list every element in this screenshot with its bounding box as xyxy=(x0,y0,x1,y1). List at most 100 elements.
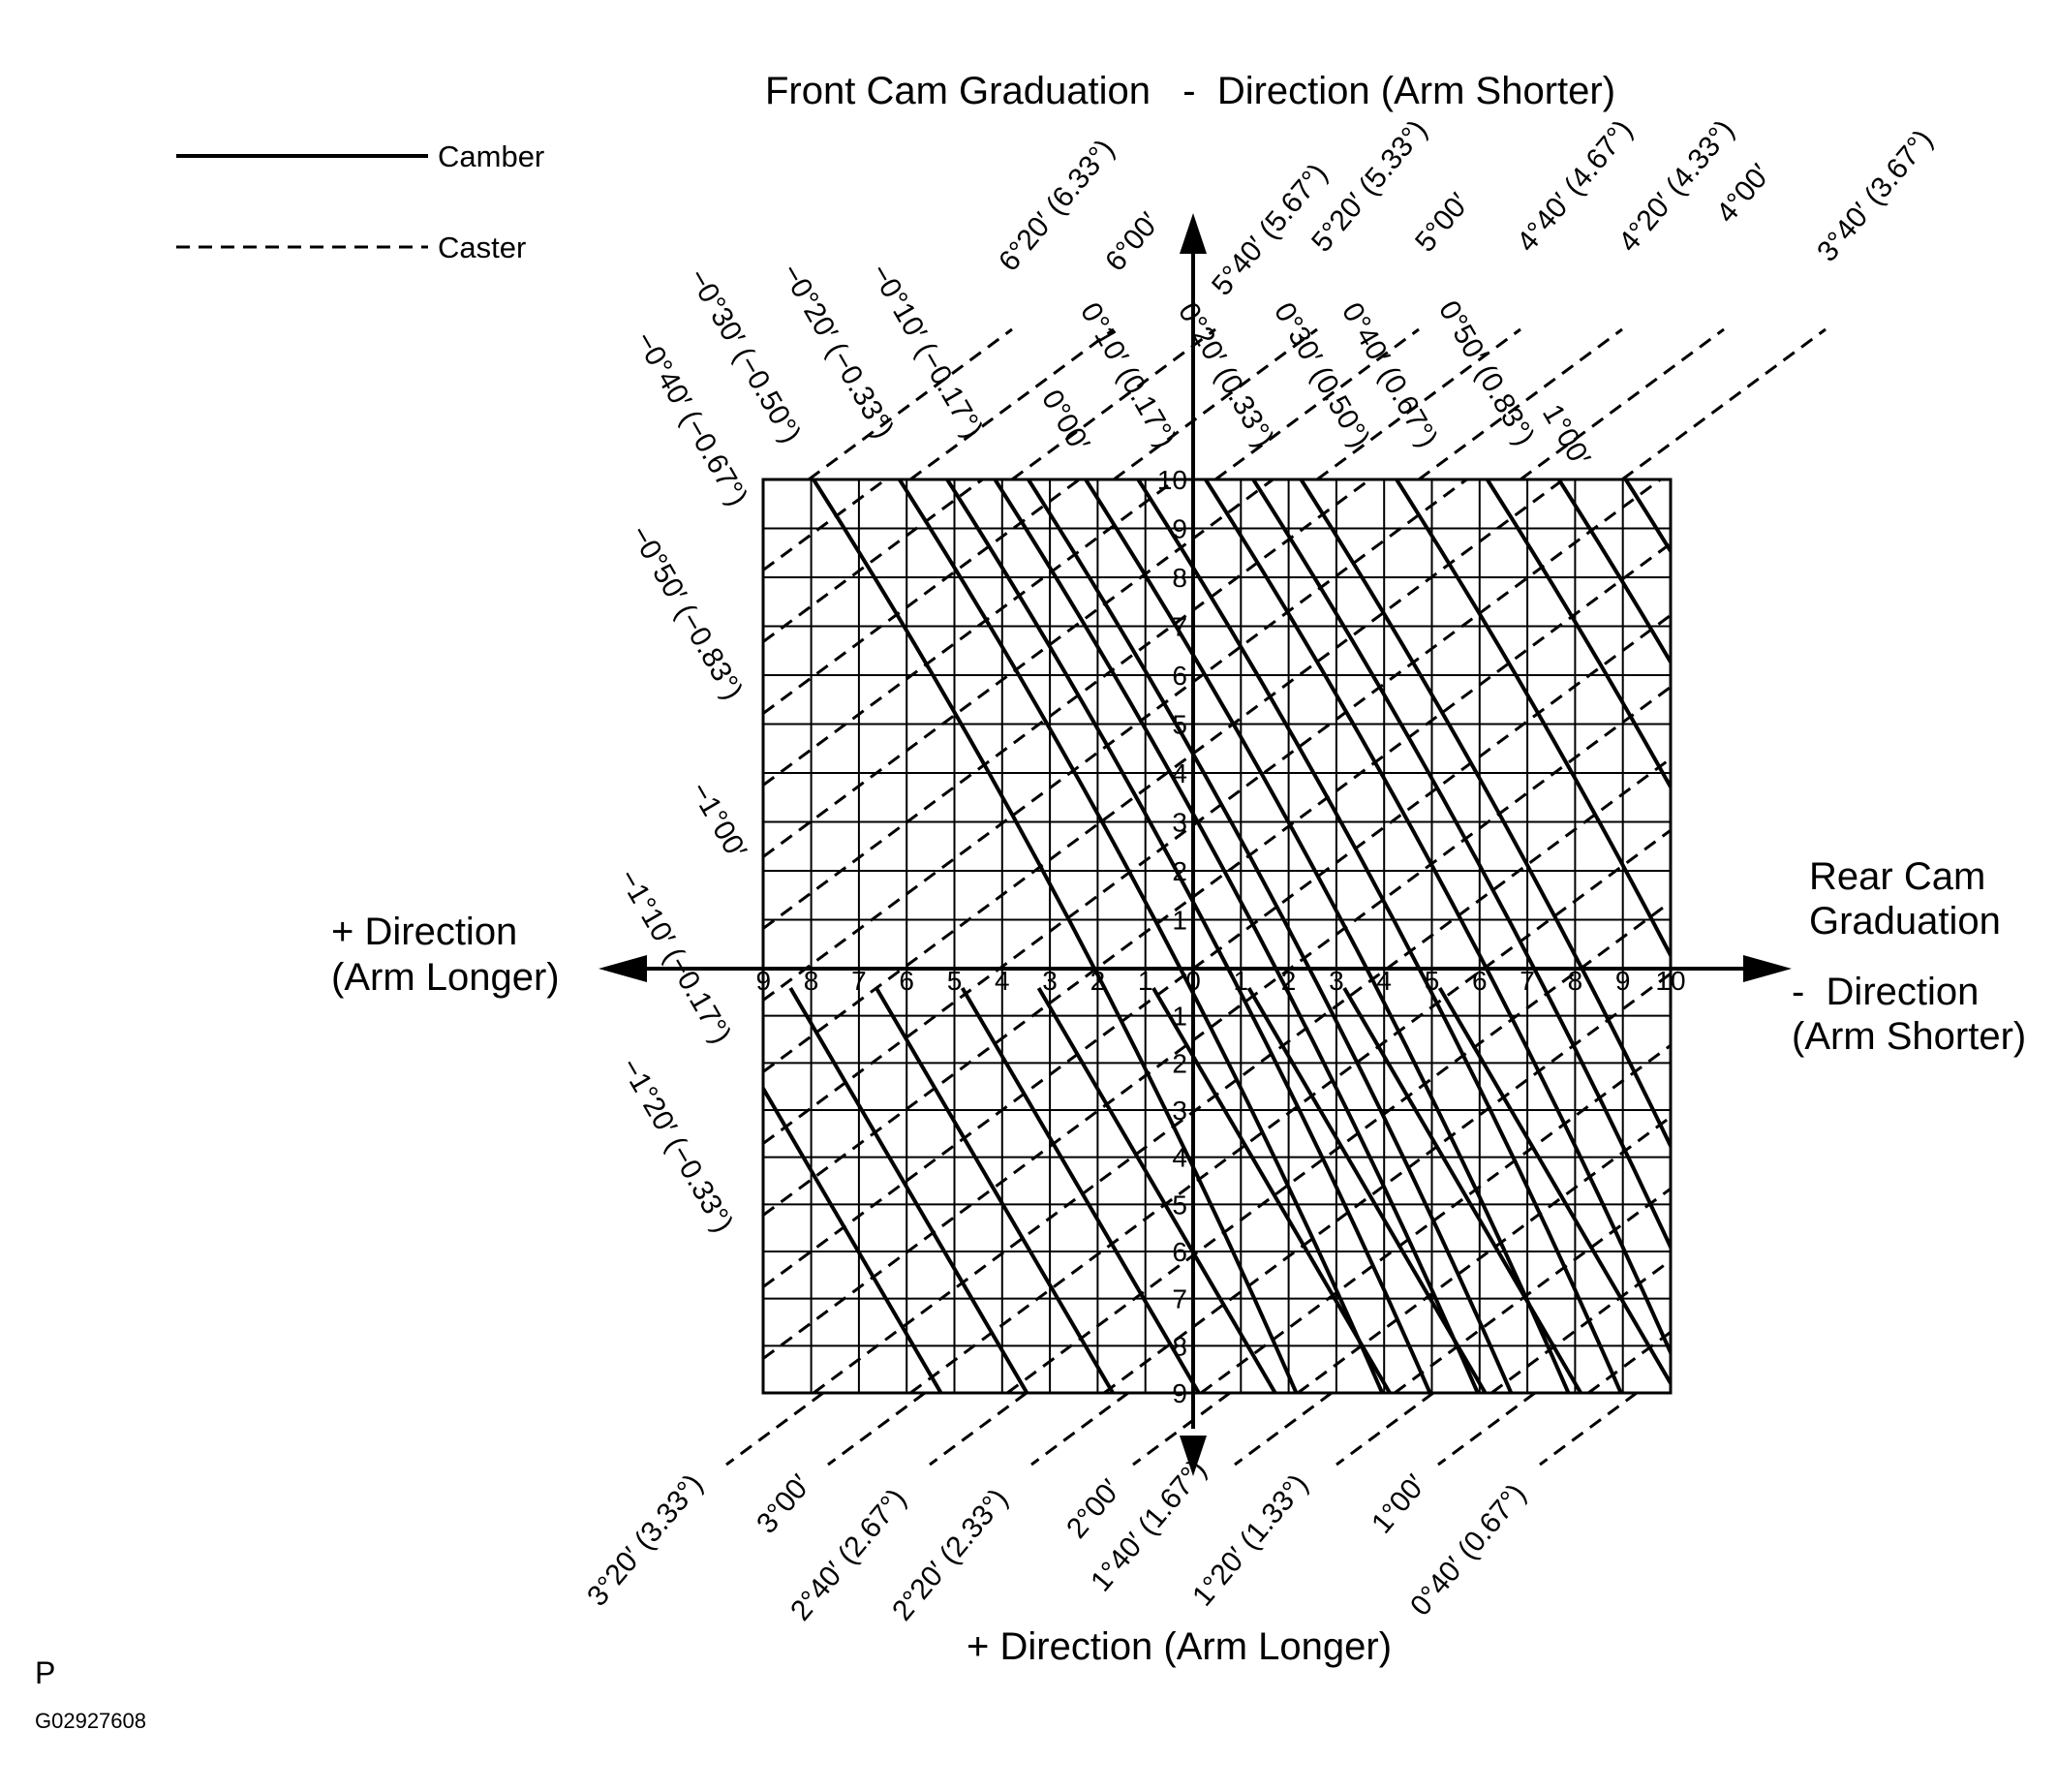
camber-line-lower xyxy=(1342,986,1583,1393)
y-tick-label: 7 xyxy=(1172,1284,1187,1314)
right-title-line3: - Direction xyxy=(1792,971,1979,1013)
caster-extension-top xyxy=(1418,327,1623,481)
caster-line xyxy=(762,685,1672,1360)
camber-line xyxy=(1135,479,1623,1393)
caster-label-top: 6°00′ xyxy=(1099,206,1166,277)
caster-line xyxy=(762,478,1662,1145)
caster-extension-bottom xyxy=(725,1391,824,1467)
caster-lines xyxy=(725,327,1827,1467)
x-tick-label: 1 xyxy=(1234,966,1249,996)
camber-line xyxy=(1250,479,1671,1252)
camber-line-lower xyxy=(1437,986,1671,1387)
caster-label-bottom: 2°00′ xyxy=(1060,1473,1127,1544)
x-tick-label: 5 xyxy=(947,966,963,996)
camber-line-lower xyxy=(960,986,1202,1393)
x-tick-label: 1 xyxy=(1138,966,1153,996)
caster-line xyxy=(1103,972,1672,1395)
y-tick-label: 6 xyxy=(1172,1237,1187,1267)
x-tick-label: 10 xyxy=(1655,966,1685,996)
right-title-line1: Rear Cam xyxy=(1809,855,1985,898)
camber-line-lower xyxy=(788,986,1029,1393)
caster-line xyxy=(762,478,1178,787)
caster-line xyxy=(909,828,1672,1395)
camber-label: 0°10′ (0.17°) xyxy=(1074,297,1182,453)
x-tick-label: 9 xyxy=(1615,966,1631,996)
caster-label-bottom: 1°20′ (1.33°) xyxy=(1186,1468,1314,1613)
caster-line xyxy=(762,478,984,643)
legend-caster-label: Caster xyxy=(438,231,526,264)
y-tick-label: 7 xyxy=(1172,612,1187,642)
y-tick-label: 10 xyxy=(1157,465,1187,495)
camber-line-lower xyxy=(1036,986,1278,1393)
y-tick-label: 2 xyxy=(1172,1048,1187,1078)
x-tick-label: 2 xyxy=(1281,966,1297,996)
camber-label: −1°20′ (−0.33°) xyxy=(614,1053,739,1238)
caster-extension-top xyxy=(1316,327,1521,481)
caster-line xyxy=(1297,1115,1672,1395)
y-tick-label: 3 xyxy=(1172,808,1187,838)
caster-line xyxy=(1200,1043,1672,1395)
y-tick-label: 1 xyxy=(1172,1002,1187,1032)
caster-extension-top xyxy=(1520,327,1725,481)
caster-extension-bottom xyxy=(827,1391,926,1467)
caster-line xyxy=(1006,900,1672,1395)
arrow-up-icon xyxy=(1180,213,1207,254)
caster-extension-top xyxy=(1621,327,1827,481)
caster-extension-top xyxy=(909,327,1115,481)
y-tick-label: 5 xyxy=(1172,710,1187,740)
camber-line xyxy=(1203,479,1671,1358)
caster-label-top: 3°40′ (3.67°) xyxy=(1811,124,1939,268)
legend-camber-label: Camber xyxy=(438,139,544,173)
y-tick-label: 4 xyxy=(1172,1143,1187,1173)
camber-label: −0°50′ (−0.83°) xyxy=(624,520,749,705)
camber-line xyxy=(944,479,1432,1393)
x-tick-label: 2 xyxy=(1090,966,1106,996)
footer-letter: P xyxy=(35,1655,55,1690)
arrow-right-icon xyxy=(1743,955,1792,982)
caster-extension-top xyxy=(1214,327,1420,481)
caster-extension-top xyxy=(1113,327,1318,481)
axes xyxy=(599,213,1792,1476)
legend: Camber Caster xyxy=(176,139,544,264)
x-tick-label: 4 xyxy=(1376,966,1392,996)
y-tick-label: 2 xyxy=(1172,856,1187,886)
x-tick-label: 5 xyxy=(1425,966,1440,996)
caster-label-bottom: 1°00′ xyxy=(1366,1468,1432,1539)
y-tick-label: 6 xyxy=(1172,661,1187,691)
caster-label-bottom: 3°00′ xyxy=(751,1468,817,1539)
caster-extension-bottom xyxy=(1132,1391,1231,1467)
caster-line xyxy=(762,478,1468,1002)
arrow-left-icon xyxy=(599,955,647,982)
y-tick-label: 8 xyxy=(1172,563,1187,593)
camber-line xyxy=(897,479,1385,1393)
x-tick-label: 4 xyxy=(995,966,1010,996)
bottom-title: + Direction (Arm Longer) xyxy=(967,1625,1392,1668)
right-title-line4: (Arm Shorter) xyxy=(1792,1015,2026,1058)
camber-label: 0°50′ (0.83°) xyxy=(1432,295,1541,451)
x-tick-label: 8 xyxy=(1568,966,1583,996)
camber-line xyxy=(1083,479,1571,1393)
camber-line xyxy=(992,479,1480,1393)
camber-line xyxy=(811,479,1299,1393)
camber-label: −1°00′ xyxy=(684,777,752,865)
caster-line xyxy=(762,478,1371,930)
x-tick-label: 9 xyxy=(756,966,772,996)
camber-line xyxy=(1026,479,1514,1393)
caster-extension-bottom xyxy=(1234,1391,1333,1467)
camber-line xyxy=(1556,479,1671,666)
caster-extension-top xyxy=(1011,327,1216,481)
camber-line-lower xyxy=(763,1084,943,1393)
right-title-line2: Graduation xyxy=(1809,900,2001,942)
footer-code: G02927608 xyxy=(35,1709,146,1733)
camber-line xyxy=(1299,479,1671,1151)
caster-extension-bottom xyxy=(1336,1391,1434,1467)
caster-label-bottom: 3°20′ (3.33°) xyxy=(581,1468,709,1613)
caster-label-top: 5°00′ xyxy=(1409,187,1476,258)
caster-line xyxy=(762,478,887,572)
caster-line xyxy=(762,541,1672,1217)
x-tick-label: 6 xyxy=(1472,966,1488,996)
y-tick-label: 9 xyxy=(1172,514,1187,544)
